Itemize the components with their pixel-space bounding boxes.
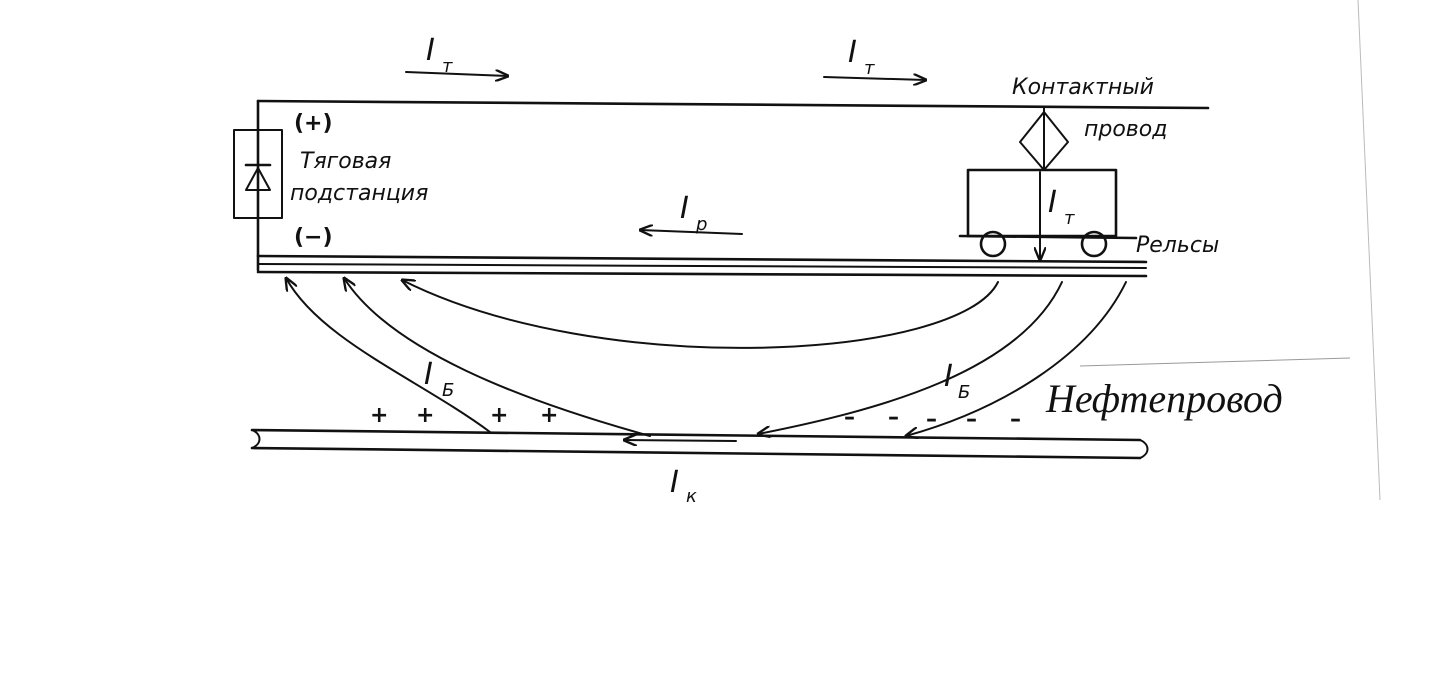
label-it-1-sub: т: [442, 56, 453, 77]
stray-current-path-inner: [402, 280, 999, 349]
oil-pipeline: [250, 428, 1149, 460]
label-ik: I: [670, 465, 679, 500]
scan-edge-line: [1079, 357, 1351, 367]
pipeline-label: Нефтепровод: [1045, 376, 1283, 421]
label-it-1: I: [426, 33, 435, 68]
plus-sign-4: +: [540, 403, 558, 428]
stray-current-path-to-pipe-far-right: [906, 281, 1127, 436]
contact-wire-label-line2: провод: [1084, 117, 1167, 142]
label-ir-sub: р: [695, 214, 707, 235]
arrow-traction-2: [823, 77, 926, 80]
label-ir: I: [680, 191, 689, 226]
substation-box: [233, 129, 283, 219]
label-ib-left: I: [424, 357, 433, 392]
minus-sign-4: –: [966, 407, 977, 432]
label-ik-sub: к: [686, 486, 697, 507]
label-it-2: I: [848, 35, 857, 70]
substation-label-line1: Тяговая: [300, 149, 391, 174]
scan-right-edge: [1357, 0, 1381, 501]
arrow-rail-return: [640, 230, 743, 234]
contact-wire: [256, 99, 1210, 110]
wheel-left: [979, 230, 1007, 258]
rails-label: Рельсы: [1136, 233, 1219, 258]
arrow-pipe-current: [624, 440, 737, 441]
plus-sign-2: +: [416, 403, 434, 428]
minus-sign-3: –: [926, 407, 937, 432]
wheel-right: [1080, 230, 1108, 258]
stray-current-path-from-pipe-left: [286, 278, 491, 433]
pantograph: [1019, 107, 1069, 171]
arrow-traction-1: [405, 72, 508, 76]
tram-car: [958, 168, 1138, 258]
stray-current-path-from-pipe-mid: [344, 278, 651, 437]
rails: [256, 254, 1148, 278]
plus-sign-3: +: [490, 403, 508, 428]
minus-sign-1: –: [844, 405, 855, 430]
plus-sign-1: +: [370, 403, 388, 428]
label-it-car: I: [1048, 185, 1057, 220]
label-ib-right-sub: Б: [958, 382, 970, 403]
polarity-minus: (−): [294, 225, 333, 250]
label-it-car-sub: т: [1064, 208, 1075, 229]
contact-wire-label-line1: Контактный: [1012, 75, 1154, 100]
label-it-2-sub: т: [864, 58, 875, 79]
diode-icon: [245, 167, 271, 191]
polarity-plus: (+): [294, 111, 333, 136]
stray-current-path-to-pipe-right: [758, 281, 1063, 434]
minus-sign-2: –: [888, 405, 899, 430]
minus-sign-5: –: [1010, 407, 1021, 432]
label-ib-right: I: [944, 359, 953, 394]
label-ib-left-sub: Б: [442, 380, 454, 401]
substation-label-line2: подстанция: [290, 181, 428, 206]
traction-substation: [233, 129, 283, 219]
